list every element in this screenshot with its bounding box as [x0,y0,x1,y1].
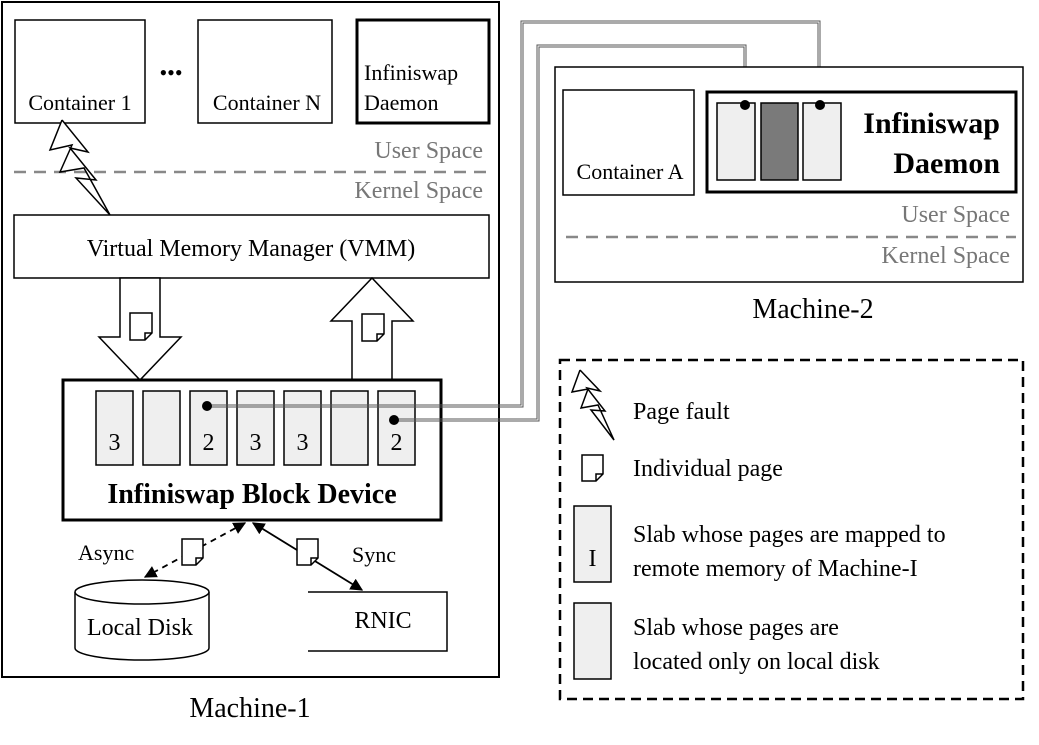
rnic-label: RNIC [354,608,411,634]
vmm-box [13,214,490,279]
container-n-box [197,19,333,124]
machine-2-kernel-space-label: Kernel Space [881,243,1010,269]
mapping-dot [389,415,399,425]
vmm-label: Virtual Memory Manager (VMM) [87,236,415,262]
slab-label: 3 [250,430,262,456]
block-device-slabs [95,390,416,466]
machine-1-frame [1,1,500,678]
rnic-box [308,591,448,652]
container-1-label: Container 1 [28,90,131,115]
machine-2-user-space-label: User Space [901,202,1010,228]
sync-label: Sync [352,542,396,567]
async-label: Async [78,540,134,565]
machine-1-user-space-label: User Space [374,138,483,164]
block-device-label: Infiniswap Block Device [107,479,396,510]
legend-local-slab-icon [573,602,612,680]
page-icon-async [181,538,204,566]
daemon-slab [802,102,842,181]
slab [142,390,181,466]
slab-label: 2 [391,430,403,456]
container-n-label: Container N [213,90,321,115]
slab-label: 2 [203,430,215,456]
slab [95,390,134,466]
container-a-label: Container A [577,159,684,184]
slab [283,390,322,466]
legend-local-slab-line2: located only on local disk [633,649,880,675]
page-icon-up [361,313,385,342]
slab [330,390,369,466]
page-icon-sync [296,538,319,566]
legend-remote-slab-line1: Slab whose pages are mapped to [633,522,946,548]
machine-1-daemon-box [355,18,491,125]
slab-label: 3 [109,430,121,456]
container-1-box [14,19,146,124]
machine-1-kernel-space-label: Kernel Space [354,178,483,204]
legend-remote-slab-line2: remote memory of Machine-I [633,556,918,582]
machine-2-daemon-line1: Infiniswap [863,107,1000,140]
machine-2-daemon-box [705,90,1018,194]
legend-remote-slab-icon [573,505,612,583]
legend-individual-page-text: Individual page [633,456,783,482]
machine-1-daemon-line1: Infiniswap [364,60,458,85]
machine-1-daemon-line2: Daemon [364,90,439,115]
local-disk-label: Local Disk [87,615,193,641]
legend-page-fault-icon [570,369,615,441]
container-a-box [562,89,695,196]
daemon-slab [716,102,756,181]
slab-label: 3 [297,430,309,456]
containers-ellipsis: ••• [159,60,182,85]
mapping-dot [202,401,212,411]
mapping-dot [815,100,825,110]
slab [236,390,275,466]
legend-local-slab-line1: Slab whose pages are [633,615,839,641]
legend-page-icon [581,454,604,482]
legend-box [558,358,1025,701]
machine-2-daemon-line2: Daemon [893,147,1000,180]
machine-1-label: Machine-1 [189,693,310,724]
local-disk-cylinder [74,579,210,661]
remote-mapping-lines [207,20,821,422]
page-icon-down [129,312,153,341]
page-fault-lightning-icon [48,119,111,216]
daemon-slab-used [760,102,799,181]
slab [377,390,416,466]
machine-2-label: Machine-2 [752,294,873,325]
mapping-dot [740,100,750,110]
legend-remote-slab-symbol: I [589,546,597,572]
legend-page-fault-text: Page fault [633,399,730,425]
